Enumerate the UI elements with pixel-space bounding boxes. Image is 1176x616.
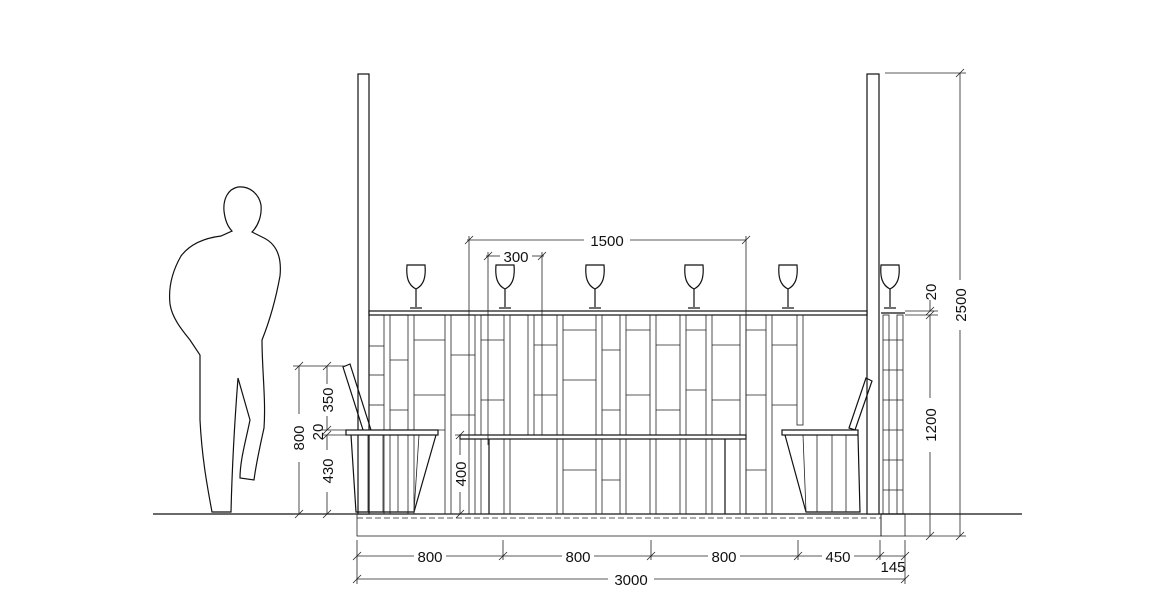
wine-glass-icon <box>406 264 426 309</box>
wine-glass-icon <box>585 264 605 309</box>
dim-label: 800 <box>417 549 442 566</box>
wine-glass-icons <box>406 264 900 309</box>
wine-glass-icon <box>684 264 704 309</box>
dim-post-height: 2500 <box>885 68 970 541</box>
dim-low-table: 400 <box>453 430 472 519</box>
left-post <box>357 73 370 515</box>
dim-label: 20 <box>923 284 940 301</box>
dim-bar-length: 1500 <box>464 233 751 514</box>
dim-total-width: 3000 <box>352 572 910 589</box>
dim-label: 1500 <box>590 233 623 250</box>
left-bench <box>342 363 439 513</box>
dim-glass-spacing: 300 <box>483 249 547 445</box>
counter-top <box>368 310 868 316</box>
low-table-top <box>459 434 747 440</box>
dim-backrest: 350 <box>320 361 360 435</box>
dim-bench-total: 800 <box>291 361 360 519</box>
dim-label: 800 <box>291 425 308 450</box>
human-silhouette <box>168 186 281 513</box>
wine-glass-icon <box>778 264 798 309</box>
dim-label: 800 <box>565 549 590 566</box>
dim-counter-thickness: 20 <box>905 284 940 316</box>
dim-bottom-segments: 800 800 800 450 145 <box>352 540 910 584</box>
dim-label: 1200 <box>923 408 940 441</box>
dim-label: 2500 <box>953 288 970 321</box>
floor-platform <box>356 513 906 537</box>
dim-seat-height: 430 <box>320 435 337 519</box>
wine-glass-icon <box>880 264 900 309</box>
dim-label: 20 <box>310 424 327 441</box>
dim-counter-height: 1200 <box>905 310 940 541</box>
dim-label: 800 <box>711 549 736 566</box>
dim-label: 430 <box>320 458 337 483</box>
wine-glass-icon <box>495 264 515 309</box>
dim-label: 350 <box>320 387 337 412</box>
dim-label: 300 <box>503 249 528 266</box>
dim-label: 3000 <box>614 572 647 589</box>
right-post <box>866 73 880 515</box>
dim-label: 145 <box>880 559 905 576</box>
pallet-slats <box>369 329 903 491</box>
right-bench <box>781 377 873 513</box>
dim-label: 450 <box>825 549 850 566</box>
dim-label: 400 <box>453 461 470 486</box>
